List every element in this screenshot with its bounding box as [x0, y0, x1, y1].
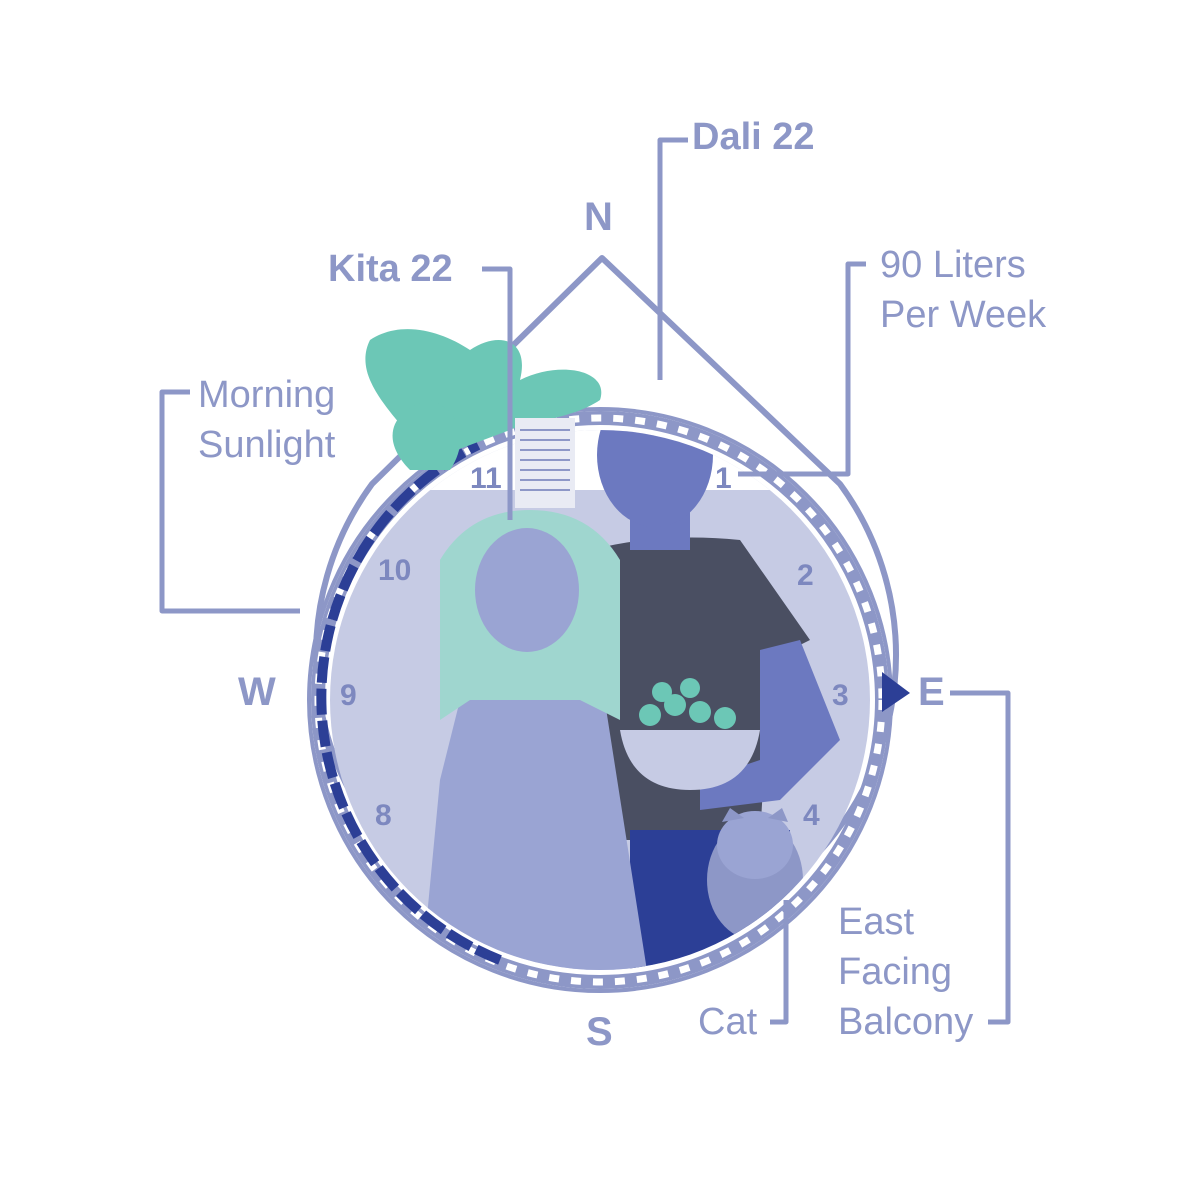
- water-line-1: 90 Liters: [880, 244, 1026, 286]
- hour-2: 2: [797, 559, 814, 592]
- dali-label: Dali 22: [692, 116, 815, 158]
- kita-head: [475, 528, 579, 652]
- water-label: 90 Liters Per Week: [880, 240, 1046, 340]
- hour-3: 3: [832, 679, 849, 712]
- east-pointer: [882, 672, 910, 712]
- dali-head: [597, 430, 713, 527]
- hour-4: 4: [803, 799, 820, 832]
- sunlight-line-1: Morning: [198, 374, 336, 416]
- succulent-bowl: [620, 678, 760, 790]
- cat-leader: [770, 900, 789, 1025]
- hour-8: 8: [375, 799, 392, 832]
- hour-9: 9: [340, 679, 357, 712]
- dark-scale-arc: [316, 440, 502, 965]
- kita-leader: [482, 266, 513, 520]
- balcony-line-2: Facing: [838, 951, 953, 993]
- monstera-plant: [365, 329, 602, 470]
- water-line-2: Per Week: [880, 294, 1047, 336]
- barcode-lines: [520, 429, 570, 491]
- kita-label: Kita 22: [328, 248, 453, 290]
- dali-arm: [700, 640, 840, 810]
- compass-west: W: [238, 670, 276, 714]
- kita-figure: [420, 510, 650, 970]
- cat-label: Cat: [698, 1001, 758, 1043]
- barcode-pot: [515, 418, 575, 508]
- kita-dress: [420, 652, 650, 970]
- compass-north: N: [584, 195, 613, 239]
- sunlight-leader: [159, 389, 300, 614]
- water-leader: [738, 261, 866, 477]
- balcony-line-1: East: [838, 901, 915, 943]
- sunlight-label: Morning Sunlight: [198, 370, 335, 470]
- compass-east: E: [918, 670, 945, 714]
- hour-11: 11: [470, 462, 502, 495]
- balcony-leader: [950, 690, 1011, 1025]
- balcony-line-3: Balcony: [838, 1001, 974, 1043]
- dali-leader: [657, 137, 688, 380]
- hour-1: 1: [715, 462, 732, 495]
- hour-10: 10: [378, 554, 411, 587]
- balcony-label: East Facing Balcony: [838, 897, 973, 1047]
- compass-south: S: [586, 1010, 613, 1054]
- sunlight-line-2: Sunlight: [198, 424, 336, 466]
